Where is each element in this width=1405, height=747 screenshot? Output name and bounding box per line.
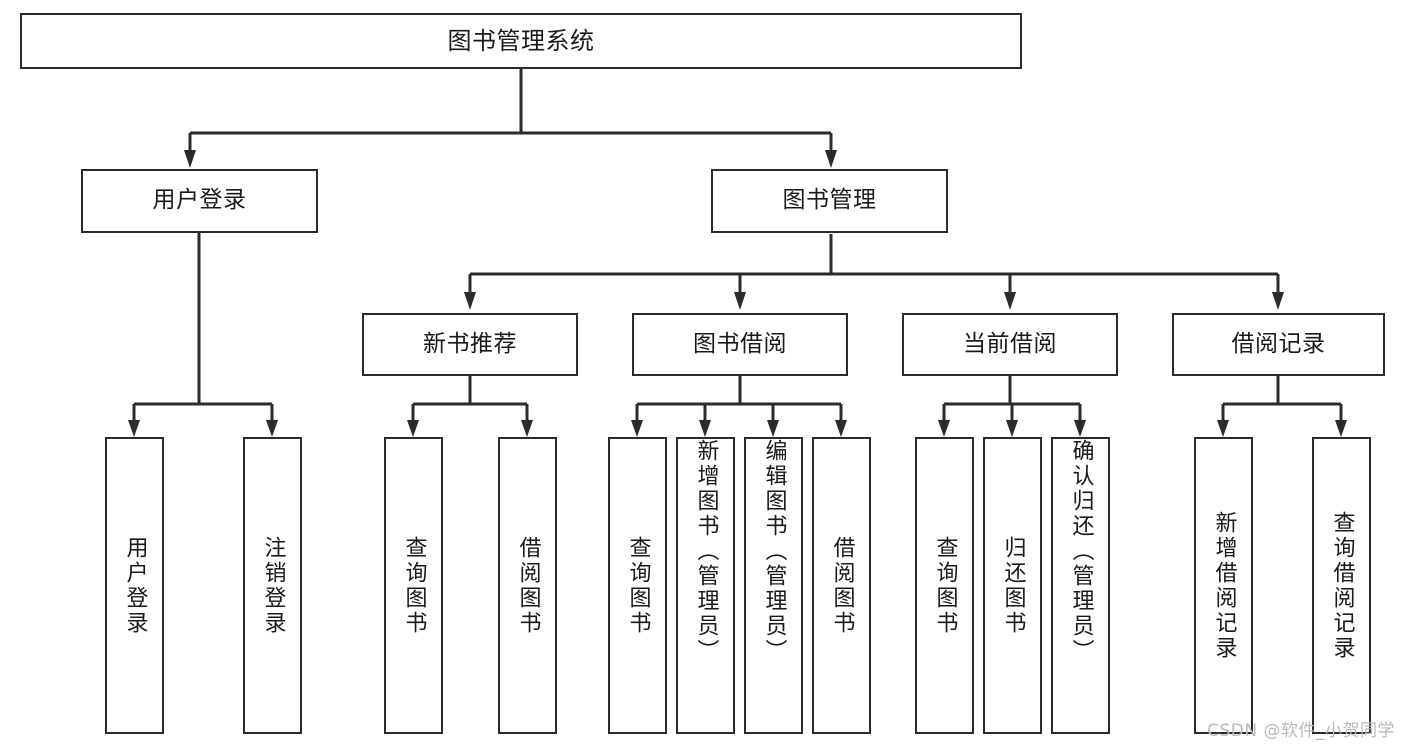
leaf-edit-book-admin[interactable]: 编辑图书（管理员） <box>744 437 803 734</box>
leaf-add-borrow-record[interactable]: 新增借阅记录 <box>1194 437 1253 734</box>
node-book-borrow[interactable]: 图书借阅 <box>632 313 848 376</box>
leaf-query-book-current[interactable]: 查询图书 <box>915 437 974 734</box>
node-label: 新书推荐 <box>423 330 517 357</box>
node-label: 新增图书（管理员） <box>693 439 719 664</box>
node-user-login[interactable]: 用户登录 <box>81 169 318 233</box>
leaf-borrow-book-recommend[interactable]: 借阅图书 <box>498 437 557 734</box>
node-label: 注销登录 <box>260 535 286 636</box>
node-label: 查询借阅记录 <box>1329 510 1355 661</box>
node-label: 查询图书 <box>401 535 427 636</box>
leaf-query-book-borrow[interactable]: 查询图书 <box>608 437 667 734</box>
watermark: CSDN @软件_小贺同学 <box>1207 721 1395 741</box>
node-label: 借阅图书 <box>829 535 855 636</box>
node-label: 借阅图书 <box>515 535 541 636</box>
leaf-confirm-return-admin[interactable]: 确认归还（管理员） <box>1051 437 1110 734</box>
node-root-book-management-system[interactable]: 图书管理系统 <box>20 13 1022 69</box>
node-label: 查询图书 <box>932 535 958 636</box>
node-label: 借阅记录 <box>1231 330 1326 357</box>
node-label: 归还图书 <box>1000 535 1026 636</box>
node-label: 图书借阅 <box>693 330 787 357</box>
node-label: 当前借阅 <box>963 330 1057 357</box>
node-label: 用户登录 <box>152 187 247 214</box>
leaf-add-book-admin[interactable]: 新增图书（管理员） <box>676 437 735 734</box>
node-label: 新增借阅记录 <box>1211 510 1237 661</box>
node-current-borrow[interactable]: 当前借阅 <box>902 313 1118 376</box>
node-label: 图书管理系统 <box>447 26 595 55</box>
node-label: 查询图书 <box>625 535 651 636</box>
node-label: 图书管理 <box>782 187 877 214</box>
leaf-user-logout[interactable]: 注销登录 <box>243 437 302 734</box>
node-book-management[interactable]: 图书管理 <box>711 169 948 233</box>
leaf-user-login[interactable]: 用户登录 <box>105 437 164 734</box>
node-label: 用户登录 <box>122 535 148 636</box>
node-label: 确认归还（管理员） <box>1068 439 1094 664</box>
leaf-borrow-book[interactable]: 借阅图书 <box>812 437 871 734</box>
leaf-query-book-recommend[interactable]: 查询图书 <box>384 437 443 734</box>
node-new-book-recommend[interactable]: 新书推荐 <box>362 313 578 376</box>
leaf-return-book[interactable]: 归还图书 <box>983 437 1042 734</box>
node-label: 编辑图书（管理员） <box>761 439 787 664</box>
leaf-query-borrow-record[interactable]: 查询借阅记录 <box>1312 437 1371 734</box>
node-borrow-record[interactable]: 借阅记录 <box>1172 313 1385 376</box>
